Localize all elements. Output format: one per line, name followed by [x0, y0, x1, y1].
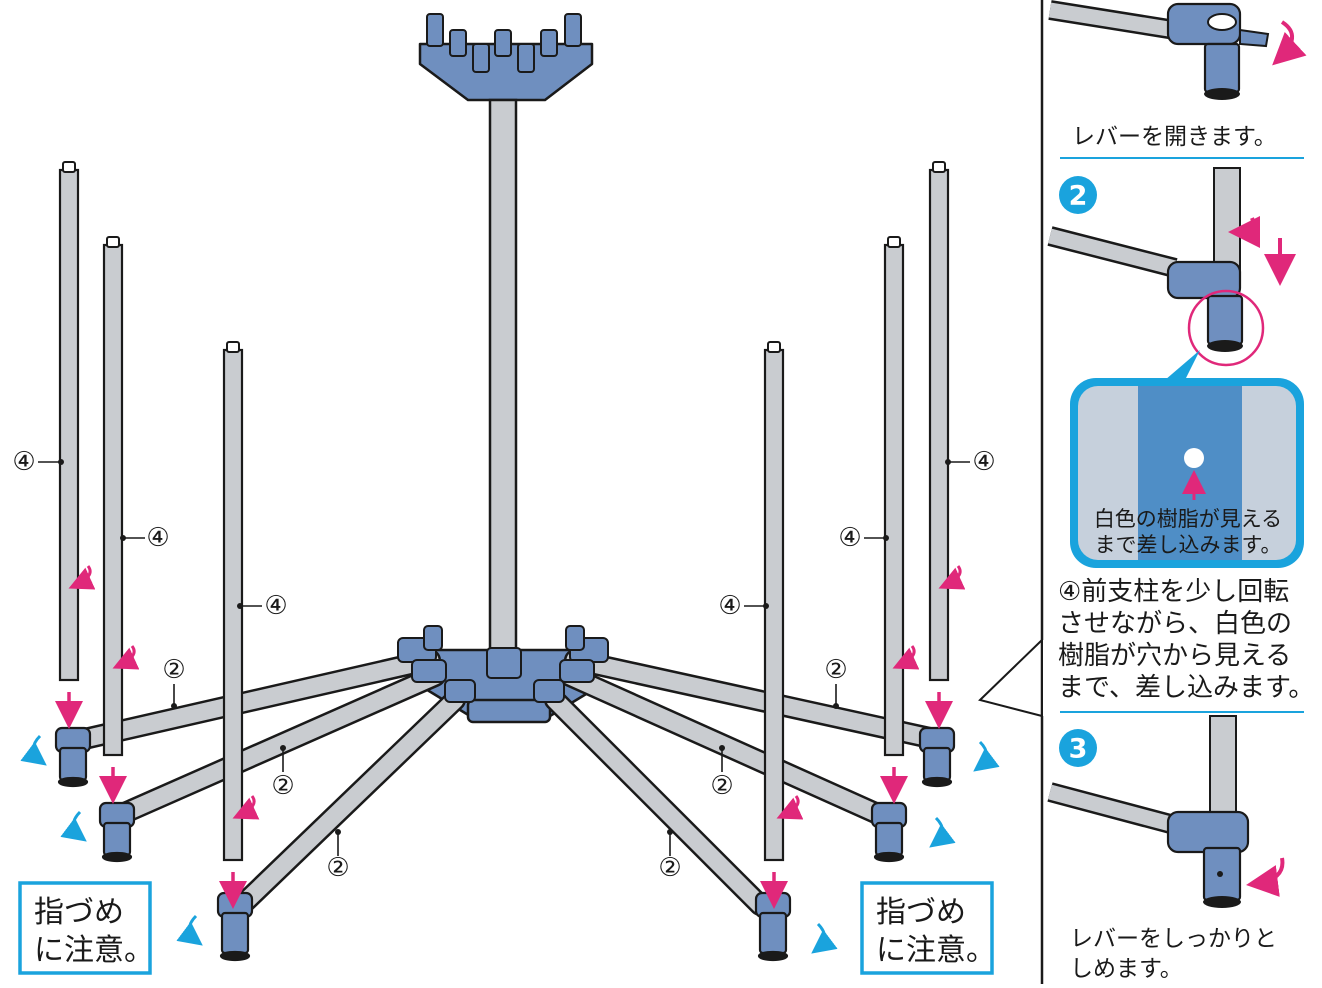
leader-lines: [38, 461, 970, 856]
label-arm-2: ②: [710, 771, 733, 801]
warning-line-2: に注意。: [34, 933, 154, 968]
label-pole-4: ④: [12, 447, 35, 477]
vertical-poles: [58, 168, 950, 862]
label-pole-4: ④: [146, 523, 169, 553]
step3-illustration: [1047, 715, 1285, 908]
step3-caption-line-1: レバーをしっかりと: [1070, 926, 1277, 952]
label-arm-2: ②: [162, 655, 185, 685]
label-arm-2: ②: [658, 853, 681, 883]
step1-caption: レバーを開きます。: [1072, 124, 1277, 150]
step2-badge-icon: [1059, 176, 1097, 214]
warning-box-left: 指づめ に注意。: [18, 881, 154, 975]
zoom-view: 白色の樹脂が見える まで差し込みます。: [1070, 350, 1304, 568]
zoom-caption-line-1: 白色の樹脂が見える: [1094, 507, 1282, 531]
step1-illustration: [1048, 0, 1307, 100]
detail-panel: レバーを開きます。 2 白色の樹脂が見える まで差し込みます。 ④前: [978, 0, 1314, 984]
center-hub: [418, 13, 598, 724]
lever-hints: [20, 734, 1000, 954]
zoom-caption-line-2: まで差し込みます。: [1095, 533, 1282, 557]
svg-text:2: 2: [1069, 181, 1088, 212]
step2-note-line-4: まで、差し込みます。: [1058, 673, 1314, 703]
label-pole-4: ④: [972, 447, 995, 477]
warning-box-right: 指づめ に注意。: [860, 881, 996, 975]
rotate-hints: [68, 565, 966, 820]
label-arm-2: ②: [326, 853, 349, 883]
warning-line-2: に注意。: [876, 933, 996, 968]
label-arm-2: ②: [824, 655, 847, 685]
step2-note-line-2: させながら、白色の: [1058, 609, 1292, 639]
hub-joints: [397, 625, 609, 703]
label-arm-2: ②: [271, 771, 294, 801]
step2-illustration: [1047, 167, 1296, 367]
step2-note-line-3: 樹脂が穴から見える: [1058, 641, 1291, 671]
label-pole-4: ④: [718, 591, 741, 621]
step2-note-line-1: ④前支柱を少し回転: [1058, 577, 1289, 607]
step3-badge-icon: [1059, 729, 1097, 767]
step3-caption-line-2: しめます。: [1070, 956, 1183, 982]
label-pole-4: ④: [838, 523, 861, 553]
label-pole-4: ④: [264, 591, 287, 621]
warning-line-1: 指づめ: [876, 895, 966, 930]
pole-caps: [62, 161, 946, 353]
warning-line-1: 指づめ: [34, 895, 124, 930]
svg-text:3: 3: [1069, 734, 1088, 765]
insert-arrows: [55, 692, 953, 909]
arm-tubes-fill: [71, 651, 939, 914]
